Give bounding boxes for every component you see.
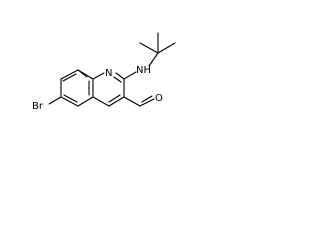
ring-nitrogen-label: N xyxy=(105,68,112,79)
bond-c8a-c8-joint xyxy=(77,69,94,80)
bond-nh-cq xyxy=(148,52,159,67)
bond-n1-c2-inner xyxy=(113,76,122,83)
bond-c3-cho xyxy=(123,96,141,107)
bond-cho-o-inner xyxy=(141,95,153,103)
bond-c5-c4a xyxy=(77,96,94,107)
bond-c6-c5-inner xyxy=(63,94,78,103)
bond-c8-c7-inner xyxy=(62,73,77,82)
bond-cq-me-left xyxy=(139,42,159,54)
bond-c4-c4a xyxy=(92,96,110,107)
amine-label: NH xyxy=(136,65,151,76)
bromine-label: Br xyxy=(32,101,44,112)
bond-c8a-n1 xyxy=(92,72,105,80)
bond-n1-c2 xyxy=(115,72,125,80)
bond-c6-c5 xyxy=(60,96,79,107)
quinoline-structure-diagram: Br N NH O xyxy=(32,32,176,112)
bond-c3-c4 xyxy=(108,96,125,107)
bonds xyxy=(48,32,176,107)
bond-c8-c7 xyxy=(60,69,79,80)
bond-cho-o xyxy=(139,98,155,107)
atom-labels: Br N NH O xyxy=(32,65,163,112)
bond-c2-nh xyxy=(123,71,137,80)
bond-c6-br xyxy=(48,96,62,105)
bond-cq-me-right xyxy=(157,42,176,54)
carbonyl-oxygen-label: O xyxy=(155,93,163,104)
bond-c3-c4-inner xyxy=(108,94,121,103)
